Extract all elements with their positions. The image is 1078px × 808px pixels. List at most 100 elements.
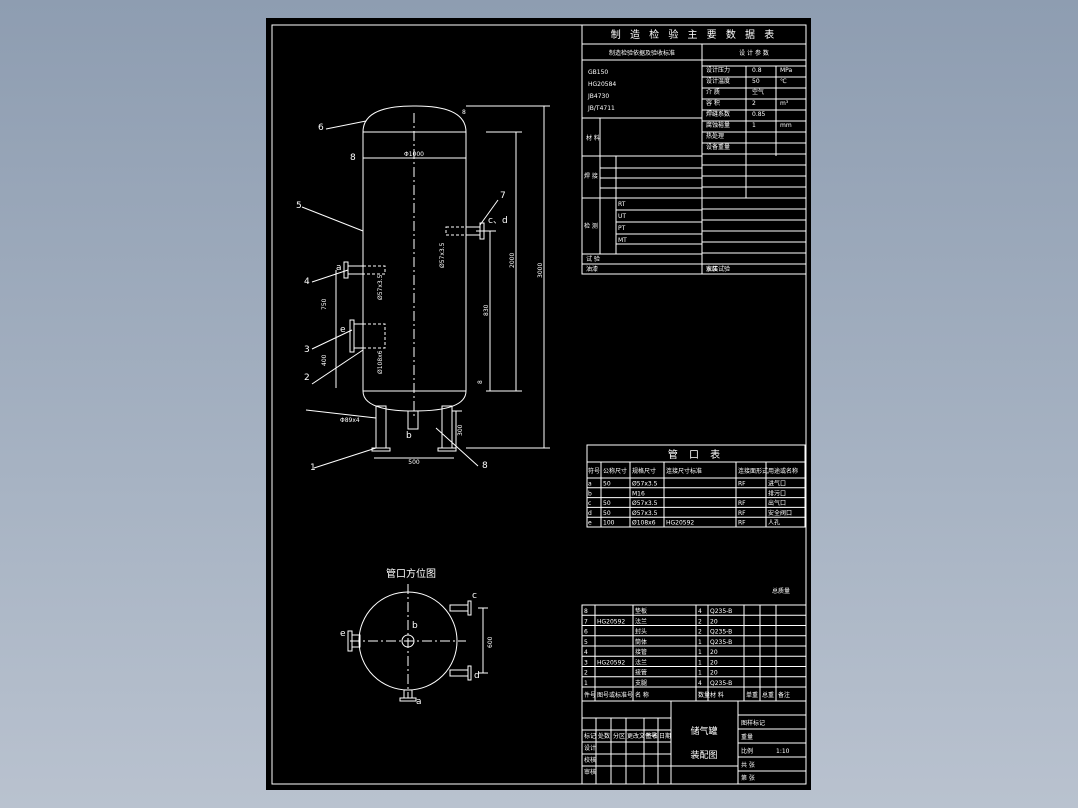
lbl-install: 安装 [706, 265, 718, 273]
dim-nozzle-e: Ø108x6 [377, 350, 384, 374]
lbl-test: 试 验 [586, 255, 600, 263]
label-part-2: 2 [304, 373, 310, 383]
nozzle-row-3-cell-0: d [588, 510, 592, 517]
dim-nozzle-b: Ø57x3.5 [439, 242, 446, 268]
nozzle-row-3-cell-5: 安全阀口 [768, 509, 792, 517]
part-row-4-cell-0: 4 [584, 649, 588, 656]
nozzle-table-title: 管 口 表 [668, 448, 724, 461]
orient-label-c: c [472, 591, 477, 601]
dim-head-8: 8 [462, 109, 466, 116]
dim-mid: 2000 [509, 253, 516, 268]
tb-change: 更改文件号 [627, 732, 657, 740]
dim-wall: 8 [350, 153, 356, 163]
lbl-weld-coeff: 焊缝系数 [706, 110, 730, 118]
part-row-0-cell-4: Q235-B [710, 608, 732, 615]
part-row-2-cell-4: Q235-B [710, 629, 732, 636]
nozzle-row-0-cell-1: 50 [603, 481, 611, 488]
part-row-6-cell-2: 接管 [635, 669, 647, 677]
lbl-mt: MT [618, 237, 627, 244]
orientation-title: 管口方位图 [386, 567, 436, 580]
part-row-2-cell-0: 6 [584, 629, 588, 636]
part-row-5-cell-1: HG20592 [597, 659, 625, 666]
lbl-heat: 热处理 [706, 132, 724, 140]
part-row-7-cell-2: 支腿 [635, 679, 647, 687]
lbl-pressure: 设计压力 [706, 66, 730, 74]
part-row-3-cell-0: 5 [584, 639, 588, 646]
std-1: GB150 [588, 69, 608, 76]
part-row-1-cell-1: HG20592 [597, 618, 625, 625]
unit-pressure: MPa [780, 67, 793, 74]
part-row-0-cell-0: 8 [584, 608, 588, 615]
lbl-hydro: 水压试验 [706, 265, 730, 273]
vessel-elevation: 6 5 4 3 2 1 8 7 a e c、d b Φ1000 8 8 500 … [296, 105, 550, 473]
parts-header-4: 材 料 [710, 691, 724, 699]
dim-bottom-8: 8 [477, 380, 484, 384]
data-table: 制 造 检 验 主 要 数 据 表 制造检验依据及验收标准 设 计 参 数 GB… [581, 24, 807, 275]
lbl-material: 材 料 [586, 134, 600, 142]
lbl-temperature: 设计温度 [706, 77, 730, 85]
val-weld-coeff: 0.85 [752, 111, 766, 118]
nozzle-row-2-cell-1: 50 [603, 500, 611, 507]
lbl-medium: 介 质 [706, 88, 720, 96]
part-row-4-cell-2: 接管 [635, 648, 647, 656]
std-3: JB4730 [587, 93, 609, 100]
dim-legs: Φ89x4 [340, 417, 360, 424]
nozzle-row-4-cell-4: RF [738, 520, 746, 527]
label-part-3: 3 [304, 345, 310, 355]
label-part-6: 6 [318, 123, 324, 133]
nozzle-header-2: 规格尺寸 [632, 467, 656, 475]
tb-mark: 标记 [584, 732, 596, 740]
lbl-paint: 油漆 [586, 265, 598, 273]
part-row-5-cell-2: 法兰 [635, 658, 647, 666]
label-part-5: 5 [296, 201, 302, 211]
val-medium: 空气 [752, 88, 764, 96]
part-row-3-cell-3: 1 [698, 639, 702, 646]
part-row-5-cell-0: 3 [584, 659, 588, 666]
part-row-5-cell-3: 1 [698, 659, 702, 666]
tb-zone: 分区 [613, 732, 625, 740]
nozzle-row-2-cell-0: c [588, 500, 591, 507]
val-volume: 2 [752, 100, 756, 107]
label-part-1: 1 [310, 463, 316, 473]
nozzle-header-1: 公称尺寸 [603, 467, 627, 475]
nozzle-row-3-cell-4: RF [738, 510, 746, 517]
unit-temperature: ℃ [780, 78, 787, 85]
leader-lines [301, 120, 499, 469]
val-pressure: 0.8 [752, 67, 762, 74]
nozzle-header-0: 符号 [588, 467, 600, 475]
lbl-ut: UT [618, 213, 626, 220]
val-corrosion: 1 [752, 122, 756, 129]
part-row-3-cell-2: 筒体 [635, 638, 647, 646]
parts-header-0: 件号 [584, 691, 596, 699]
nozzle-row-0-cell-4: RF [738, 481, 746, 488]
part-row-4-cell-4: 20 [710, 649, 718, 656]
tb-review: 审核 [584, 768, 596, 776]
cad-drawing: 制 造 检 验 主 要 数 据 表 制造检验依据及验收标准 设 计 参 数 GB… [271, 24, 807, 785]
label-nozzle-b: b [406, 431, 412, 441]
inner-border [271, 24, 807, 785]
dimension-lines [335, 105, 550, 459]
orient-label-a: a [416, 697, 422, 707]
parts-header-5: 单重 [746, 691, 758, 699]
lbl-welding: 焊 接 [584, 172, 598, 180]
nozzle-row-4-cell-1: 100 [603, 520, 615, 527]
dim-leg-h: 300 [457, 424, 464, 436]
tb-r2: 比例 [741, 747, 753, 755]
lbl-corrosion: 腐蚀裕量 [706, 121, 730, 129]
part-row-6-cell-4: 20 [710, 670, 718, 677]
tb-r1: 重量 [741, 733, 753, 741]
tb-sign: 签名 [646, 732, 658, 740]
nozzle-row-4-cell-5: 人孔 [768, 519, 780, 527]
title-name: 储气罐 [690, 725, 717, 737]
label-part-8: 8 [482, 461, 488, 471]
data-table-title: 制 造 检 验 主 要 数 据 表 [611, 28, 777, 41]
nozzle-row-0-cell-5: 进气口 [768, 480, 786, 488]
part-row-2-cell-3: 2 [698, 629, 702, 636]
parts-header-6: 总重 [762, 691, 774, 699]
tb-r2v: 1:10 [776, 748, 790, 755]
nozzle-row-3-cell-2: Ø57x3.5 [632, 510, 658, 517]
part-row-2-cell-2: 封头 [635, 628, 647, 636]
top-head [362, 105, 467, 133]
